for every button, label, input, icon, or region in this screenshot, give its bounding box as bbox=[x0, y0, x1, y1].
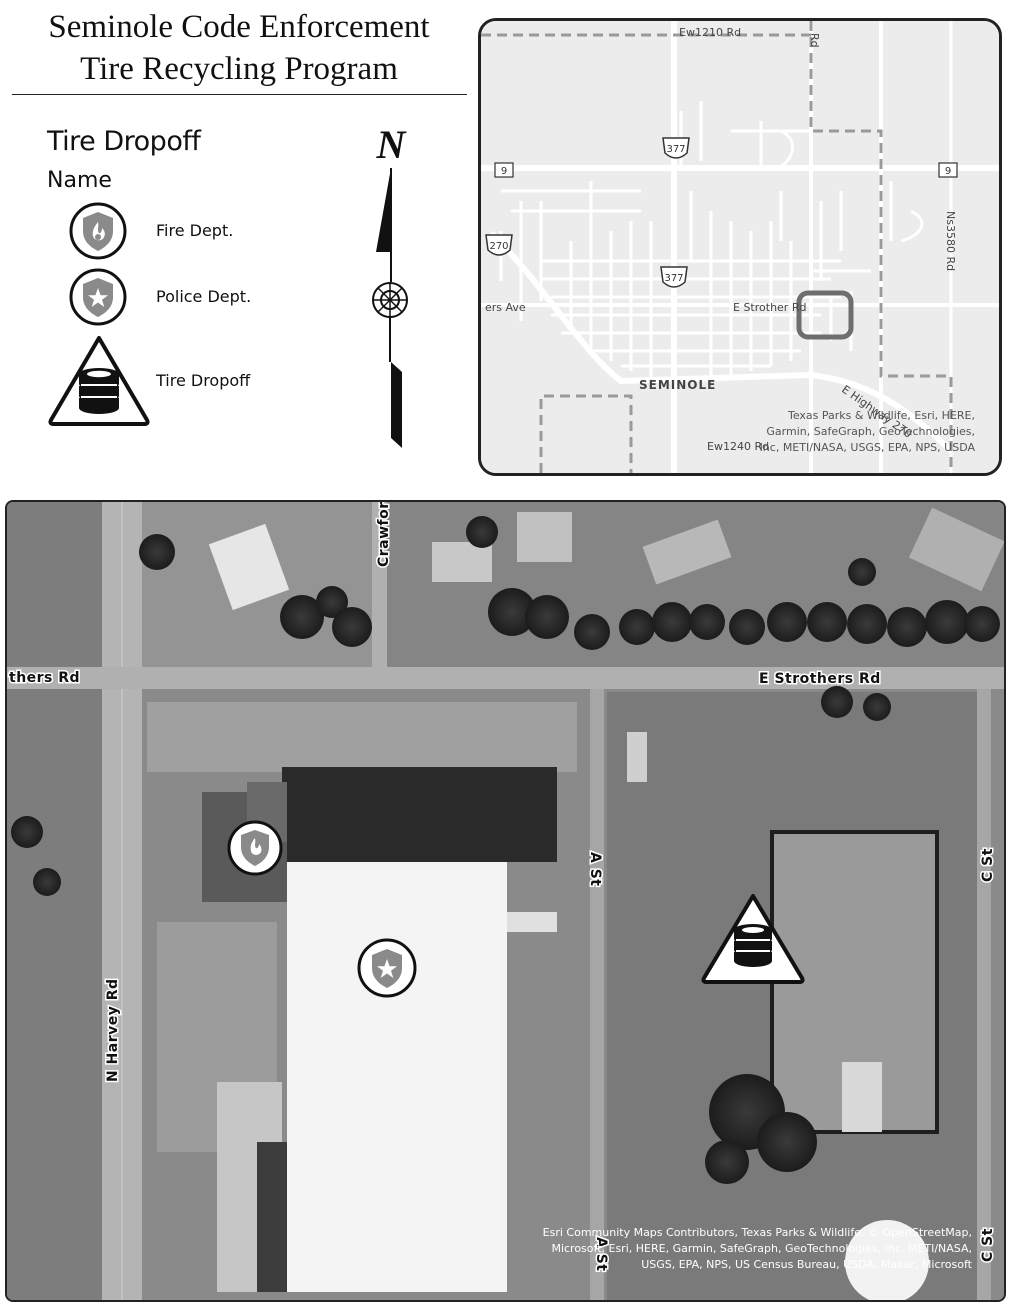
inset-label-rd-top: Rd bbox=[808, 33, 821, 48]
label-c-st-bottom: C St bbox=[980, 1228, 996, 1262]
label-strothers-left: thers Rd bbox=[9, 670, 80, 686]
label-crawford: Crawfor bbox=[376, 502, 392, 567]
tire-dropoff-marker[interactable] bbox=[701, 894, 805, 984]
label-n-harvey: N Harvey Rd bbox=[105, 978, 121, 1082]
svg-text:Inc, METI/NASA, USGS, EPA, NPS: Inc, METI/NASA, USGS, EPA, NPS, USDA bbox=[760, 441, 976, 454]
svg-text:Esri Community Maps Contributo: Esri Community Maps Contributors, Texas … bbox=[543, 1226, 972, 1239]
legend-label-police: Police Dept. bbox=[156, 287, 252, 306]
label-a-st: A St bbox=[587, 852, 603, 886]
police-building-roof bbox=[287, 862, 507, 1292]
legend-label-fire: Fire Dept. bbox=[156, 221, 234, 240]
title-line-1: Seminole Code Enforcement bbox=[48, 9, 430, 45]
svg-text:9: 9 bbox=[501, 166, 507, 177]
sh9-shield-right: 9 bbox=[938, 162, 958, 178]
us377-shield-top: 377 bbox=[662, 137, 690, 159]
title-line-2: Tire Recycling Program bbox=[80, 51, 398, 87]
svg-text:377: 377 bbox=[666, 144, 685, 155]
svg-text:270: 270 bbox=[489, 241, 508, 252]
svg-text:377: 377 bbox=[664, 273, 683, 284]
us377-shield-mid: 377 bbox=[660, 266, 688, 288]
shield-star-icon bbox=[69, 268, 127, 326]
location-highlight-box bbox=[796, 290, 854, 340]
inset-label-ew1210: Ew1210 Rd bbox=[679, 26, 741, 39]
svg-text:9: 9 bbox=[945, 166, 951, 177]
svg-text:Texas Parks & Wildlife, Esri,: Texas Parks & Wildlife, Esri, HERE, bbox=[787, 409, 975, 422]
shield-flame-icon bbox=[69, 202, 127, 260]
police-dept-marker[interactable] bbox=[357, 938, 417, 998]
label-c-st: C St bbox=[980, 848, 996, 882]
svg-text:Garmin, SafeGraph, GeoTechnolo: Garmin, SafeGraph, GeoTechnologies, bbox=[766, 425, 975, 438]
inset-map[interactable]: 377 377 270 9 9 Ew1210 Rd Rd E Strother … bbox=[478, 18, 1002, 476]
aerial-attribution: Esri Community Maps Contributors, Texas … bbox=[543, 1226, 973, 1271]
tire-stack-triangle-icon bbox=[48, 336, 150, 426]
us270-shield: 270 bbox=[485, 234, 513, 256]
aerial-map[interactable]: thers Rd E Strothers Rd Crawfor A St A S… bbox=[5, 500, 1006, 1302]
title-divider bbox=[12, 94, 467, 95]
svg-text:Microsoft, Esri, HERE, Garmin,: Microsoft, Esri, HERE, Garmin, SafeGraph… bbox=[551, 1242, 972, 1255]
fire-dept-marker[interactable] bbox=[227, 820, 283, 876]
inset-label-ers-ave: ers Ave bbox=[485, 301, 526, 314]
label-a-st-bottom: A St bbox=[593, 1237, 609, 1271]
inset-label-town: SEMINOLE bbox=[639, 378, 716, 392]
legend-label-tire: Tire Dropoff bbox=[156, 371, 251, 390]
legend-title: Tire Dropoff bbox=[47, 126, 201, 157]
sh9-shield-left: 9 bbox=[494, 162, 514, 178]
legend-subtitle: Name bbox=[47, 168, 112, 193]
inset-label-ns3580: Ns3580 Rd bbox=[944, 211, 957, 271]
north-letter: N bbox=[376, 122, 408, 167]
svg-text:USGS, EPA, NPS, US Census Bure: USGS, EPA, NPS, US Census Bureau, USDA, … bbox=[641, 1258, 972, 1271]
map-title: Seminole Code Enforcement Tire Recycling… bbox=[10, 6, 468, 90]
label-strothers-main: E Strothers Rd bbox=[759, 671, 881, 687]
inset-label-strother: E Strother Rd bbox=[733, 301, 806, 314]
north-arrow: N bbox=[372, 122, 408, 448]
inset-attribution: Texas Parks & Wildlife, Esri, HERE, Garm… bbox=[760, 409, 976, 454]
inset-label-ew1240: Ew1240 Rd bbox=[707, 440, 769, 453]
e-strothers-road bbox=[7, 667, 1004, 689]
